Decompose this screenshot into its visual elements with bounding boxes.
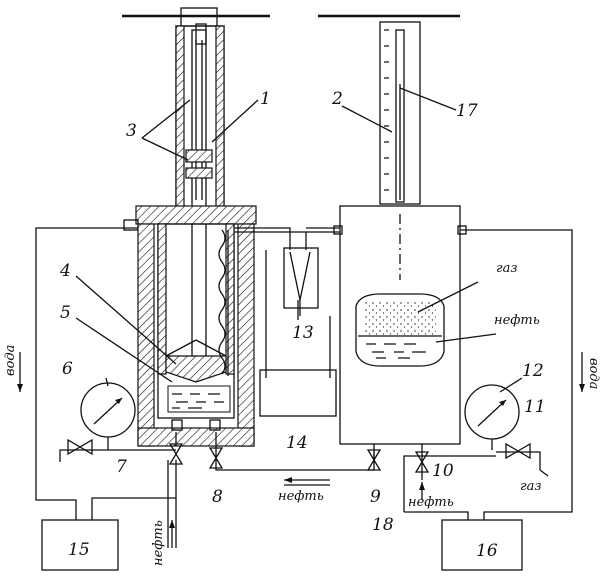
callout-2: 2 [331,89,343,109]
callout-18: 18 [372,515,394,535]
callout-15: 15 [68,540,90,560]
callout-8: 8 [212,487,223,507]
callout-1: 1 [260,89,271,109]
label-oil-inlet-left: нефть [151,520,166,566]
callout-11: 11 [524,397,546,417]
callout-3: 3 [126,121,137,141]
callout-12: 12 [522,361,544,381]
callout-14: 14 [286,433,308,453]
unit-14-box [259,369,337,417]
callout-5: 5 [60,303,71,323]
callout-10: 10 [432,461,454,481]
valve-9 [366,449,382,471]
label-water-left: вода [3,345,18,376]
valve-11 [505,442,531,460]
callout-13: 13 [292,323,314,343]
label-gas-inside: газ [496,261,517,276]
unit-16-box [441,519,523,571]
label-oil-inside: нефть [494,313,540,328]
callout-4: 4 [59,261,71,281]
leader-lines [75,87,523,393]
label-gas-inlet-right: газ [520,479,541,494]
valve-7 [67,438,184,465]
gauge-6 [80,382,136,450]
callout-9: 9 [370,487,381,507]
flow-arrows [17,352,585,548]
right-pvt-cell [318,14,467,460]
callout-6: 6 [62,359,73,379]
pipelines [35,227,573,548]
medium-labels: газ нефть вода вода нефть нефть нефть га… [3,261,600,566]
callout-numbers: 1 2 3 4 5 6 7 8 9 10 11 12 13 14 15 16 1… [59,89,546,561]
valve-10 [414,451,430,473]
callout-7: 7 [116,457,127,477]
label-oil-inlet-right: нефть [408,495,454,510]
callout-16: 16 [476,541,498,561]
left-piston-pump [122,7,270,447]
callout-17: 17 [456,101,478,121]
label-oil-bottom-center: нефть [278,489,324,504]
valve-8 [208,447,224,469]
gauge-12 [464,384,520,450]
label-water-right: вода [586,358,600,389]
unit-15-box [41,519,119,571]
